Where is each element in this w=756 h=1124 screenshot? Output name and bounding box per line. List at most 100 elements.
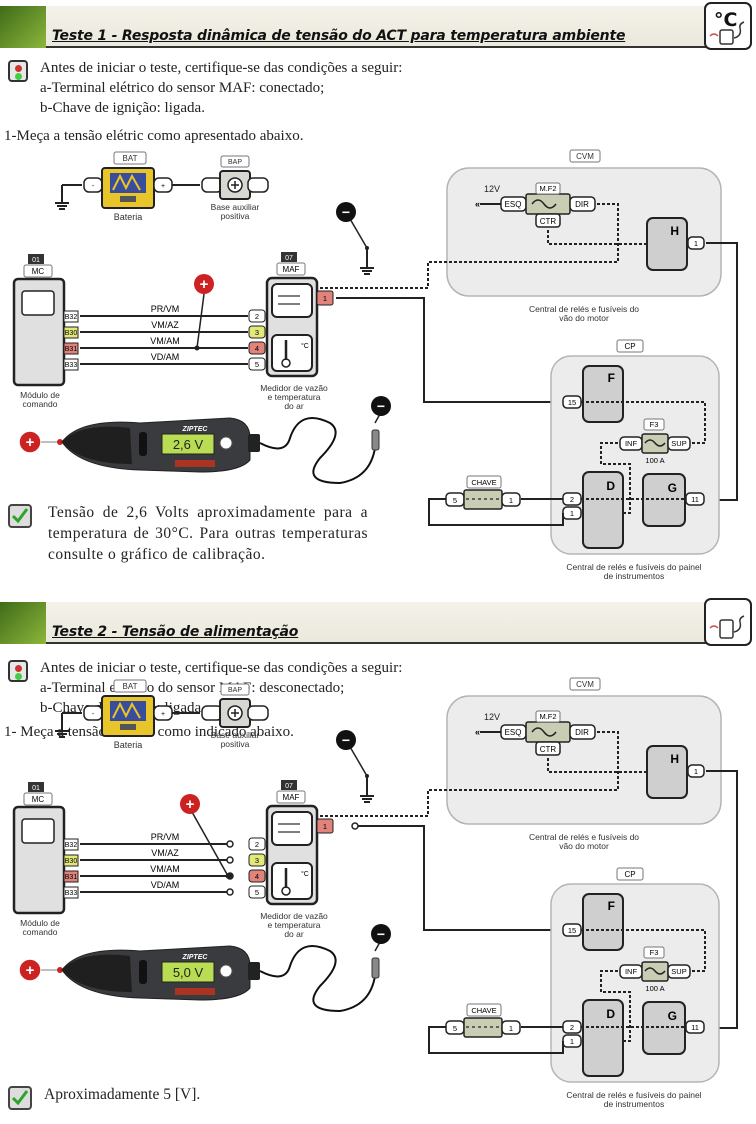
meter-reading: 5,0 V xyxy=(173,965,204,980)
svg-text:+: + xyxy=(200,276,209,293)
maf-number: 07 xyxy=(285,783,293,790)
minus-probe-icon xyxy=(336,730,356,750)
mc-pin-b33: B33 xyxy=(65,890,78,897)
precondition-a: a-Terminal elétrico do sensor MAF: conec… xyxy=(40,80,325,96)
maf-pin-5: 5 xyxy=(255,360,259,369)
svg-text:+: + xyxy=(26,434,35,451)
battery-neg-terminal: - xyxy=(92,711,95,718)
traffic-light-icon xyxy=(8,660,28,682)
fuse-icon xyxy=(531,727,557,737)
relay-f-label: F xyxy=(608,371,615,385)
plus-probe-harness[interactable]: + xyxy=(194,274,214,351)
mc-pin-b32: B32 xyxy=(65,314,78,321)
result-text: Aproximadamente 5 [V]. xyxy=(44,1086,201,1103)
ground-icon xyxy=(55,202,69,210)
fuse-dir-label: DIR xyxy=(575,728,589,737)
svg-text:«: « xyxy=(475,199,480,209)
multimeter-icon xyxy=(704,598,752,646)
maf-caption-3: do ar xyxy=(284,929,304,939)
relay-d xyxy=(582,471,624,549)
mc-caption-1: Módulo de xyxy=(20,390,60,400)
plus-probe-icon xyxy=(180,794,200,814)
relay-d-label: D xyxy=(606,479,615,493)
relay-g-label: G xyxy=(668,1009,677,1023)
battery-tag-box xyxy=(113,679,147,693)
mc-pin-b31: B31 xyxy=(65,346,78,353)
cvm-caption-1: Central de relés e fusíveis do xyxy=(529,832,639,842)
maf-sensor: 07 MAF 2 3 4 5 °C 1 Medidor de vazão e t… xyxy=(248,780,334,939)
bap-caption-1: Base auxiliar xyxy=(211,730,260,740)
relay-f-pin: 15 xyxy=(568,398,576,407)
minus-probe-icon xyxy=(371,924,391,944)
maf-temp-unit: °C xyxy=(301,870,309,878)
maf-number: 07 xyxy=(285,255,293,262)
neg-probe-tip[interactable] xyxy=(371,957,380,979)
wiring-diagram-t1: BAT - + Bateria BAP Base auxiliar positi… xyxy=(12,149,738,581)
thermometer-celsius-multimeter-icon: °C xyxy=(704,2,752,50)
cvm-supply-label: 12V xyxy=(484,712,500,722)
mc-tag: MC xyxy=(32,267,45,276)
relay-f xyxy=(582,893,624,951)
probe-cable xyxy=(259,417,376,485)
relay-g-label: G xyxy=(668,481,677,495)
cvm-supply-label: 12V xyxy=(484,184,500,194)
cp-panel: CP F 15 F3 INF SUP 100 A D 2 1 G 11 Cent… xyxy=(550,339,720,581)
wire-label-pr-vm: PR/VM xyxy=(151,832,180,842)
maf-caption-1: Medidor de vazão xyxy=(260,911,328,921)
precondition-intro: Antes de iniciar o teste, certifique-se … xyxy=(40,660,403,676)
wire-label-vd-am: VD/AM xyxy=(151,352,180,362)
battery-tag-box xyxy=(113,151,147,165)
relay-h-label: H xyxy=(670,752,679,766)
relay-d xyxy=(582,999,624,1077)
plus-probe-harness[interactable]: + xyxy=(180,794,231,879)
header-accent-block xyxy=(0,6,46,48)
maf-caption-2: e temperatura xyxy=(268,392,321,402)
fuse-dir-label: DIR xyxy=(575,200,589,209)
cp-caption-1: Central de relés e fusíveis do painel xyxy=(566,562,701,572)
traffic-light-icon xyxy=(8,60,28,82)
fuse-f3-rating: 100 A xyxy=(645,984,664,993)
cvm-caption-1: Central de relés e fusíveis do xyxy=(529,304,639,314)
bap-tag: BAP xyxy=(228,159,242,166)
maf-tag: MAF xyxy=(283,265,300,274)
cvm-caption-2: vão do motor xyxy=(559,313,609,323)
open-terminal xyxy=(226,840,234,848)
test-2-header: Teste 2 - Tensão de alimentação xyxy=(0,602,742,644)
mc-pin-b31: B31 xyxy=(65,874,78,881)
harness-wires: PR/VM VM/AZ VM/AM VD/AM xyxy=(80,832,234,896)
ground-probe-upper: − xyxy=(336,730,374,803)
battery-tag: BAT xyxy=(123,154,138,163)
relay-h-label: H xyxy=(670,224,679,238)
fuse-mf2-tag: M.F2 xyxy=(539,184,556,193)
test-1-title: Teste 1 - Resposta dinâmica de tensão do… xyxy=(52,28,626,44)
multimeter[interactable]: + ZIPTEC 5,0 V − xyxy=(18,924,391,1013)
multimeter[interactable]: + ZIPTEC 2,6 V − xyxy=(18,396,391,485)
relay-d-pin-2: 2 xyxy=(570,495,574,504)
wiring-diagram-t2: BAT - + Bateria BAP Base auxiliar positi… xyxy=(12,677,738,1109)
cp-caption-1: Central de relés e fusíveis do painel xyxy=(566,1090,701,1100)
relay-d-pin-1: 1 xyxy=(570,1037,574,1046)
harness-wires: PR/VM VM/AZ VM/AM VD/AM xyxy=(80,304,248,365)
chave-pin-5: 5 xyxy=(453,1024,457,1033)
meter-reading: 2,6 V xyxy=(173,437,204,452)
maf-pin-4: 4 xyxy=(255,344,259,353)
wire-label-vm-az: VM/AZ xyxy=(151,848,179,858)
battery-pos-terminal: + xyxy=(161,711,165,718)
maf-tag: MAF xyxy=(283,793,300,802)
cvm-tag: CVM xyxy=(576,152,594,161)
meter-brand: ZIPTEC xyxy=(182,426,209,433)
battery-group: BAT - + Bateria xyxy=(55,151,200,222)
chip-icon xyxy=(21,290,55,316)
cp-caption-2: de instrumentos xyxy=(604,571,664,581)
bap-caption-2: positiva xyxy=(221,739,250,749)
test-2-result: Aproximadamente 5 [V]. xyxy=(8,1084,308,1114)
mc-number: 01 xyxy=(32,257,40,264)
chave-pin-1: 1 xyxy=(509,496,513,505)
meter-logo-icon xyxy=(219,436,233,450)
open-terminal xyxy=(351,822,359,830)
fuse-sup-label: SUP xyxy=(671,439,686,448)
neg-probe-tip[interactable] xyxy=(371,429,380,451)
fuse-esq-label: ESQ xyxy=(505,200,522,209)
wire-label-vm-am: VM/AM xyxy=(150,336,180,346)
airflow-icon xyxy=(271,283,313,318)
